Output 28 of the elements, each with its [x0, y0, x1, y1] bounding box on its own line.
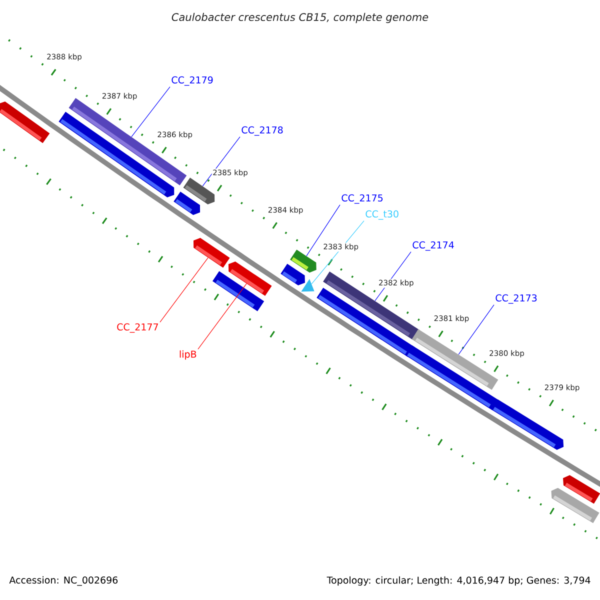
leader-line [311, 220, 364, 284]
title: Caulobacter crescentus CB15, complete genome [172, 12, 428, 24]
gene-label: CC_2175 [342, 194, 383, 204]
gene-bar [0, 102, 50, 144]
leader-line [458, 304, 494, 355]
leader-line [202, 136, 240, 186]
gene-bar [563, 475, 600, 504]
leader-line [306, 204, 340, 256]
gene-bar [183, 178, 215, 204]
gene-bar [228, 262, 272, 296]
gene-bar [280, 264, 305, 286]
gene-label: CC_2174 [412, 241, 454, 251]
gene-bar [174, 192, 200, 215]
gene-label: CC_2177 [117, 323, 158, 333]
footer-text: Accession: NC_002696 [9, 576, 118, 586]
gene-marker [301, 279, 314, 292]
gene-bar [193, 238, 230, 268]
footer-text: Topology: circular; Length: 4,016,947 bp; Genes: 3,794 [326, 576, 590, 586]
leader-line [198, 283, 247, 350]
gene-bar [491, 399, 564, 450]
gene-bar [290, 250, 316, 273]
leader-line [131, 86, 170, 138]
leader-line [160, 257, 208, 322]
gene-label: lipB [180, 350, 196, 360]
gene-label: CC_t30 [366, 210, 398, 220]
gene-label: CC_2173 [496, 294, 537, 304]
gene-label: CC_2179 [172, 76, 213, 86]
gene-label: CC_2178 [242, 126, 283, 136]
